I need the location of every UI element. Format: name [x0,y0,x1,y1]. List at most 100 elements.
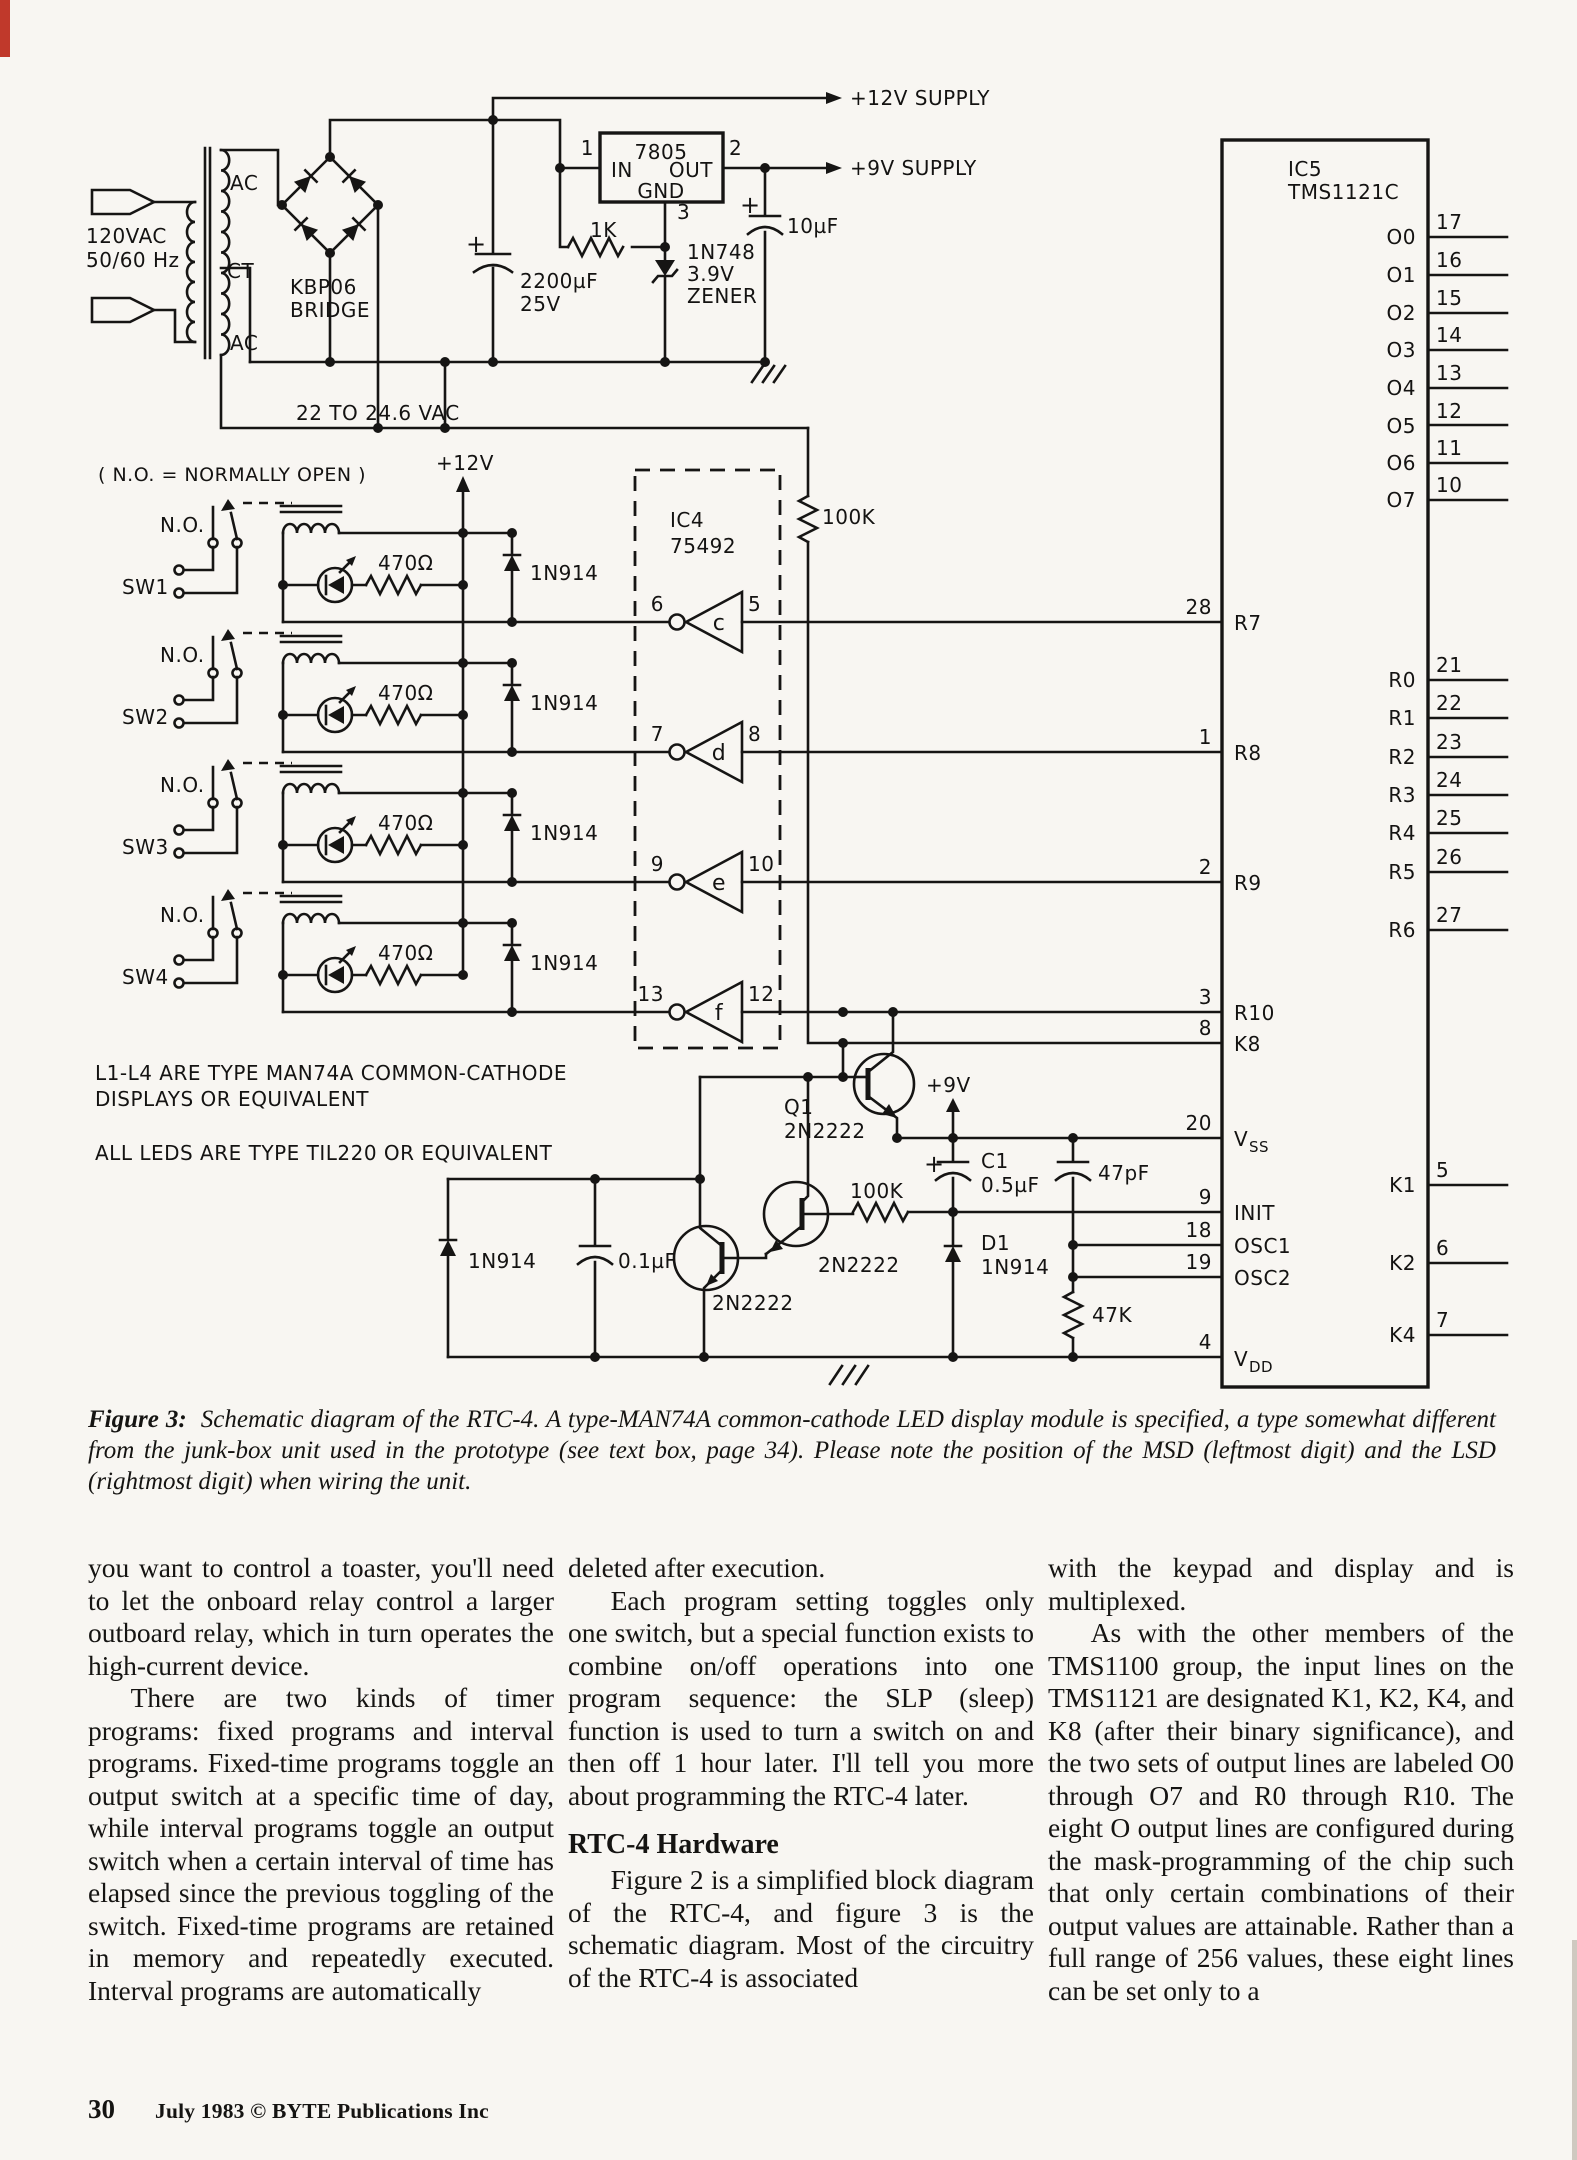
schematic-label: e [712,871,726,896]
schematic-label: 13 [1436,361,1462,385]
ic5-chip [1220,138,1509,1389]
schematic-label: IC5 [1288,157,1322,181]
transistor-cluster [438,1007,1224,1386]
schematic-label: 10µF [787,214,839,238]
schematic-label: + [740,191,761,219]
paragraph: Each program setting toggles only one sw… [568,1584,1034,1811]
schematic-label: N.O. [160,773,205,797]
transistor-q1 [852,1007,916,1140]
schematic-label: R1 [1388,706,1416,730]
schematic-label: N.O. [160,643,205,667]
schematic-label: O2 [1387,301,1416,325]
schematic-label: 19 [1186,1250,1212,1274]
schematic-label: TMS1121C [1287,180,1399,204]
switch-channel-2 [173,629,671,757]
schematic-label: 470Ω [378,811,433,835]
schematic-label: R4 [1388,821,1416,845]
schematic-label: + [924,1150,945,1178]
schematic-label: 6 [651,592,664,616]
schematic-label: 14 [1436,323,1462,347]
schematic-label: ZENER [687,284,757,308]
schematic-label: 17 [1436,210,1462,234]
schematic-label: + [466,230,487,258]
schematic-label: ( N.O. = NORMALLY OPEN ) [98,464,366,486]
schematic-label: N.O. [160,903,205,927]
schematic-label: 28 [1186,595,1212,619]
schematic-label: O5 [1387,414,1416,438]
schematic-label: 2N2222 [712,1291,794,1315]
switch-channel-1 [173,499,671,627]
schematic-label: 23 [1436,730,1462,754]
schematic-label: 9 [651,852,664,876]
schematic-label: 3 [677,200,690,224]
schematic-label: 2 [729,136,742,160]
schematic-label: 100K [822,505,876,529]
schematic-label: 2200µF [520,269,598,293]
schematic-label: ALL LEDS ARE TYPE TIL220 OR EQUIVALENT [95,1141,553,1165]
schematic-label: 9 [1199,1185,1212,1209]
schematic-label: D1 [981,1231,1010,1255]
schematic-label: 7 [651,722,664,746]
schematic-label: 1N914 [530,951,598,975]
schematic-label: 5 [1436,1158,1449,1182]
schematic-label: R9 [1234,871,1262,895]
schematic-label: K2 [1389,1251,1416,1275]
schematic-label: C1 [981,1149,1009,1173]
schematic-label: N.O. [160,513,205,537]
schematic-label: 25 [1436,806,1462,830]
schematic-label: 22 TO 24.6 VAC [296,401,460,425]
schematic-label: 3.9V [687,262,735,286]
paragraph: you want to control a toaster, you'll ne… [88,1552,554,1681]
paragraph: As with the other members of the TMS1100… [1048,1617,1514,2006]
paragraph: Figure 2 is a simplified block diagram o… [568,1864,1034,1993]
figure-caption-text: Schematic diagram of the RTC-4. A type-M… [88,1406,1496,1495]
schematic-label: R3 [1388,783,1416,807]
body-column-2: deleted after execution. Each program se… [568,1552,1034,1994]
schematic-label: 22 [1436,691,1462,715]
page-edge-shadow [1572,1940,1577,2160]
schematic-label: 75492 [670,534,736,558]
paragraph: with the keypad and display and is multi… [1048,1552,1514,1616]
schematic-label: 0.5µF [981,1173,1040,1197]
switch-channel-3 [173,759,671,887]
timebase-line [796,426,1224,1079]
schematic-label: O6 [1387,451,1416,475]
bridge-rectifier [277,152,383,430]
schematic-label: d [712,741,726,766]
schematic-label: K4 [1389,1323,1416,1347]
schematic-label: 12 [1436,399,1462,423]
schematic-label: 47pF [1098,1161,1150,1185]
plus12-rail [456,476,470,977]
page-number: 30 [88,2094,115,2124]
schematic-label: 2N2222 [784,1119,866,1143]
schematic-label: AC [230,171,258,195]
schematic-label: GND [637,179,684,203]
figure-caption: Figure 3:Schematic diagram of the RTC-4.… [88,1404,1496,1497]
schematic-label: L1-L4 ARE TYPE MAN74A COMMON-CATHODE [95,1061,567,1085]
schematic-label: 50/60 Hz [86,248,180,272]
schematic-label: IC4 [670,508,704,532]
schematic-label: 2N2222 [818,1253,900,1277]
schematic-label: 4 [1199,1330,1212,1354]
section-heading: RTC-4 Hardware [568,1829,779,1860]
filter-capacitor-2200uf [472,118,514,364]
schematic-label: SW2 [122,705,169,729]
schematic-label: O0 [1387,225,1416,249]
schematic-label: DD [1249,1358,1273,1376]
schematic-label: +12V [436,451,494,475]
schematic-label: 21 [1436,653,1462,677]
schematic-label: 1 [581,136,594,160]
schematic-label: 3 [1199,985,1212,1009]
schematic-label: KBP06 [290,275,357,299]
schematic-label: SW1 [122,575,169,599]
schematic-label: OUT [669,158,713,182]
schematic-label: 10 [748,852,774,876]
footer-imprint: July 1983 © BYTE Publications Inc [155,2099,489,2123]
output-capacitor-10uf [746,166,784,364]
schematic-label: SS [1249,1138,1269,1156]
schematic-label: 27 [1436,903,1462,927]
schematic-label: 18 [1186,1218,1212,1242]
schematic-label: V [1234,1127,1248,1151]
